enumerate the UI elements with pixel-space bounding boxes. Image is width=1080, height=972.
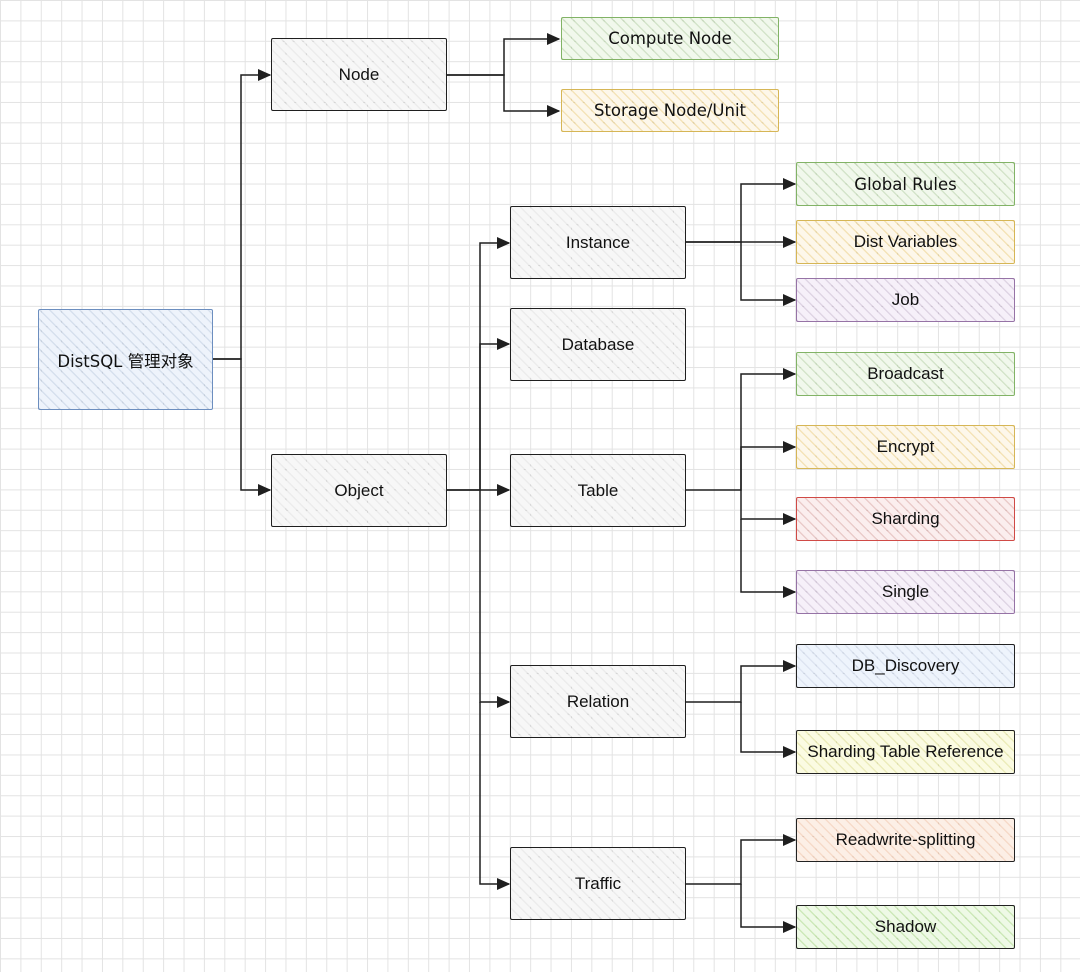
- job-box[interactable]: Job: [796, 278, 1015, 322]
- table-label: Table: [577, 480, 619, 500]
- broadcast-box[interactable]: Broadcast: [796, 352, 1015, 396]
- broadcast-label: Broadcast: [867, 364, 944, 383]
- sharding-box[interactable]: Sharding: [796, 497, 1015, 541]
- edge-root-object: [213, 358, 272, 497]
- single-label: Single: [881, 582, 930, 601]
- dist-variables-box[interactable]: Dist Variables: [796, 220, 1015, 264]
- root-label: DistSQL 管理对象: [57, 351, 194, 371]
- root-node[interactable]: DistSQL 管理对象: [38, 309, 213, 410]
- instance-box[interactable]: Instance: [510, 206, 686, 279]
- readwrite-splitting-box[interactable]: Readwrite-splitting: [796, 818, 1015, 862]
- sharding-table-reference-box[interactable]: Sharding Table Reference: [796, 730, 1015, 774]
- instance-label: Instance: [565, 232, 631, 252]
- edge-table-sharding: [740, 490, 797, 526]
- traffic-label: Traffic: [574, 873, 622, 893]
- edge-table-single: [740, 519, 797, 599]
- edge-traffic-shadow: [740, 884, 797, 934]
- edge-traffic-readwrite: [686, 833, 797, 885]
- traffic-box[interactable]: Traffic: [510, 847, 686, 920]
- readwrite-splitting-label: Readwrite-splitting: [835, 830, 976, 849]
- compute-node-box[interactable]: Compute Node: [561, 17, 779, 60]
- compute-node-label: Compute Node: [608, 29, 732, 48]
- edge-node-compute: [447, 32, 561, 76]
- sharding-label: Sharding: [871, 509, 940, 528]
- relation-label: Relation: [566, 691, 630, 711]
- database-label: Database: [561, 334, 635, 354]
- relation-box[interactable]: Relation: [510, 665, 686, 738]
- job-label: Job: [891, 290, 920, 309]
- node-label: Node: [338, 64, 380, 84]
- edge-instance-global-rules: [686, 177, 797, 243]
- edge-object-database: [479, 337, 511, 490]
- edge-object-instance: [447, 236, 511, 491]
- encrypt-label: Encrypt: [876, 437, 935, 456]
- global-rules-box[interactable]: Global Rules: [796, 162, 1015, 206]
- edge-table-broadcast: [686, 367, 797, 491]
- object-box[interactable]: Object: [271, 454, 447, 527]
- edge-node-storage: [447, 74, 561, 118]
- shadow-box[interactable]: Shadow: [796, 905, 1015, 949]
- edge-object-relation: [479, 490, 511, 709]
- encrypt-box[interactable]: Encrypt: [796, 425, 1015, 469]
- db-discovery-label: DB_Discovery: [851, 656, 960, 675]
- storage-node-label: Storage Node/Unit: [593, 101, 746, 120]
- sharding-table-reference-label: Sharding Table Reference: [807, 742, 1004, 761]
- table-box[interactable]: Table: [510, 454, 686, 527]
- global-rules-label: Global Rules: [854, 174, 957, 194]
- node-box[interactable]: Node: [271, 38, 447, 111]
- edge-relation-db-discovery: [686, 659, 797, 703]
- edge-relation-sharding-table-reference: [740, 702, 797, 759]
- dist-variables-label: Dist Variables: [853, 232, 958, 251]
- edge-table-encrypt: [740, 440, 797, 490]
- shadow-label: Shadow: [874, 917, 937, 936]
- db-discovery-box[interactable]: DB_Discovery: [796, 644, 1015, 688]
- object-label: Object: [334, 480, 384, 500]
- single-box[interactable]: Single: [796, 570, 1015, 614]
- edge-object-traffic: [479, 702, 511, 891]
- edge-instance-job: [740, 242, 797, 307]
- edge-root-node: [213, 68, 272, 360]
- storage-node-box[interactable]: Storage Node/Unit: [561, 89, 779, 132]
- database-box[interactable]: Database: [510, 308, 686, 381]
